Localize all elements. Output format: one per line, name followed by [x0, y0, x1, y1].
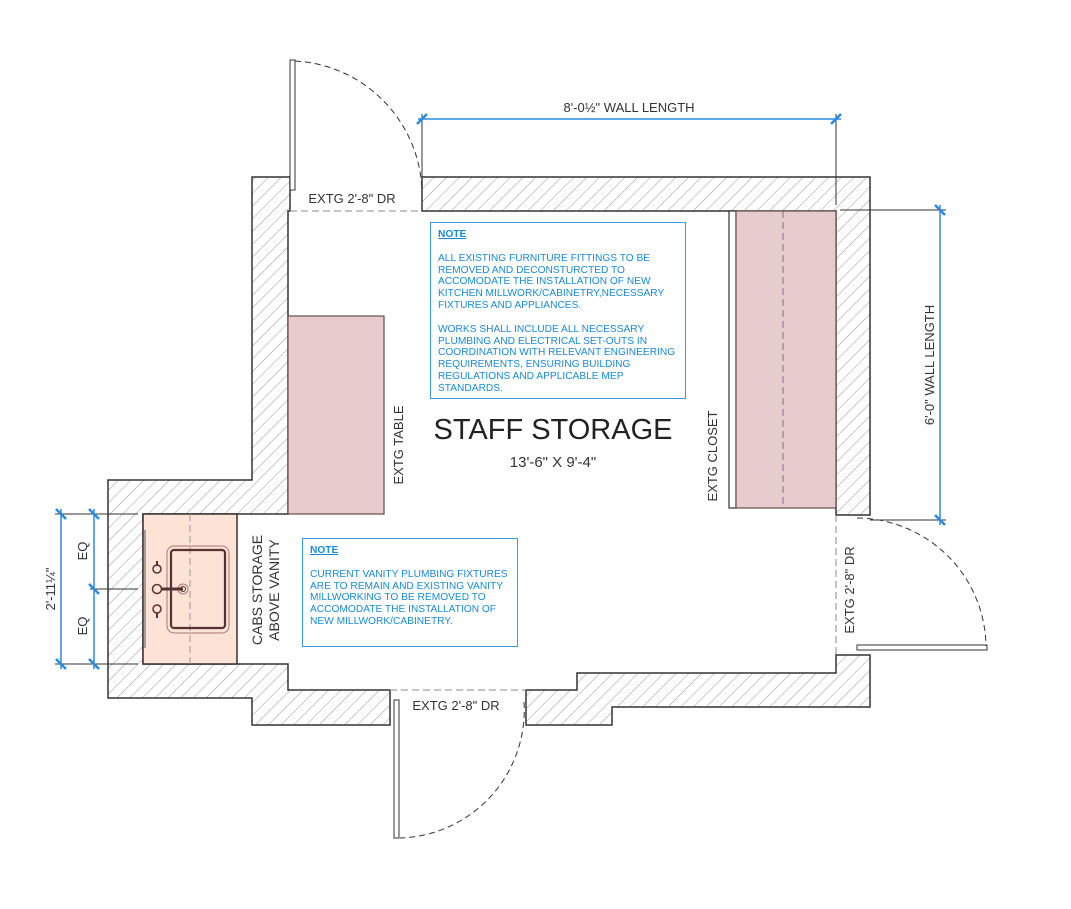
- closet-label: EXTG CLOSET: [705, 410, 720, 501]
- room-size: 13'-6" X 9'-4": [510, 454, 596, 471]
- dimension-right-label: 6'-0" WALL LENGTH: [922, 305, 937, 425]
- table-label: EXTG TABLE: [391, 405, 406, 484]
- dimension-left: 2'-11¼" EQ EQ: [43, 508, 138, 670]
- dimension-top-label: 8'-0½" WALL LENGTH: [563, 100, 694, 115]
- note-title: NOTE: [438, 229, 467, 240]
- dimension-top: 8'-0½" WALL LENGTH: [416, 100, 842, 205]
- vanity-label-line2: ABOVE VANITY: [266, 539, 282, 641]
- room-name: STAFF STORAGE: [433, 414, 672, 446]
- wall-bottom-right: [525, 654, 871, 726]
- existing-closet: [728, 210, 837, 509]
- door-bottom-label: EXTG 2'-8" DR: [412, 698, 499, 713]
- eq-upper-label: EQ: [75, 542, 90, 561]
- eq-lower-label: EQ: [75, 617, 90, 636]
- wall-left: [107, 176, 391, 726]
- door-bottom: [390, 689, 526, 839]
- existing-table: [287, 315, 385, 515]
- note-paragraph: WORKS SHALL INCLUDE ALL NECESSARY PLUMBI…: [438, 323, 676, 394]
- door-top: [289, 59, 423, 212]
- note-paragraph: ALL EXISTING FURNITURE FITTINGS TO BE RE…: [438, 252, 665, 311]
- door-right-label: EXTG 2'-8" DR: [842, 546, 857, 633]
- door-right: [835, 515, 988, 655]
- note-paragraph: CURRENT VANITY PLUMBING FIXTURES ARE TO …: [310, 568, 508, 627]
- vanity-label-line1: CABS STORAGE: [249, 535, 265, 645]
- sink-icon: [151, 545, 230, 634]
- dimension-right: 6'-0" WALL LENGTH: [840, 204, 946, 526]
- dimension-left-label: 2'-11¼": [43, 567, 58, 610]
- note-furniture: NOTE ALL EXISTING FURNITURE FITTINGS TO …: [430, 222, 686, 399]
- vanity: [142, 513, 238, 665]
- door-top-label: EXTG 2'-8" DR: [308, 191, 395, 206]
- note-title: NOTE: [310, 545, 339, 556]
- note-vanity: NOTE CURRENT VANITY PLUMBING FIXTURES AR…: [302, 538, 518, 647]
